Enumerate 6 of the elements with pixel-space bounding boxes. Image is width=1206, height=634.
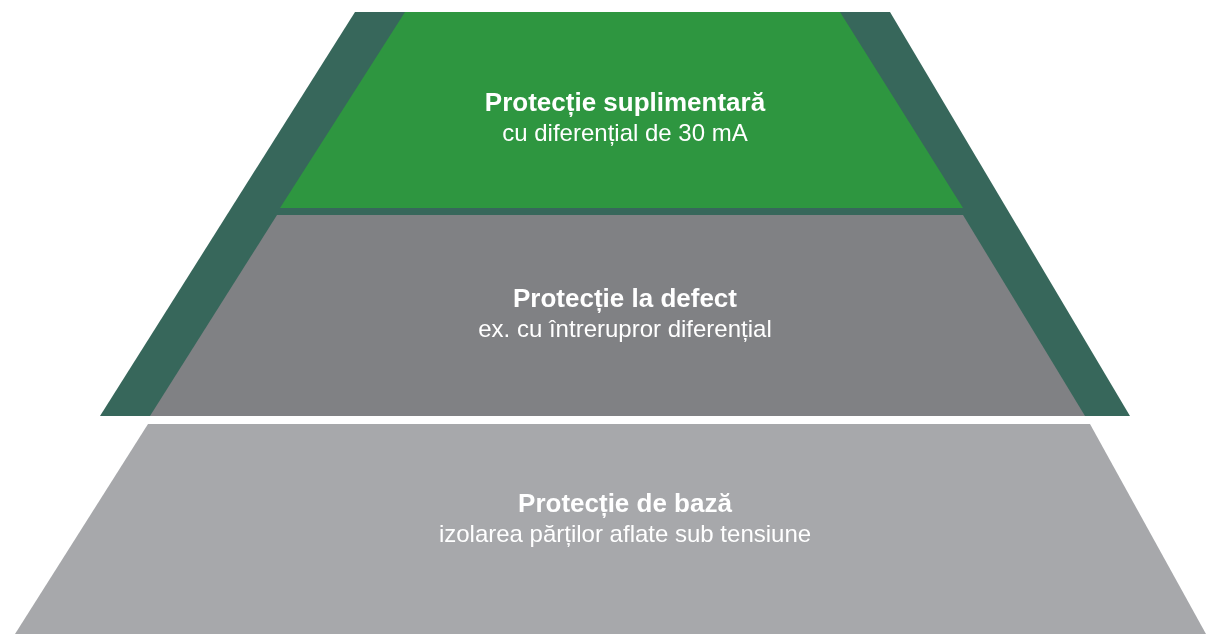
- tier-heading: Protecție la defect: [513, 282, 737, 314]
- tier-description: izolarea părților aflate sub tensiune: [438, 519, 812, 549]
- tier-heading: Protecție suplimentară: [484, 86, 766, 118]
- tier-heading: Protecție de bază: [518, 487, 732, 519]
- tier-description: cu diferențial de 30 mA: [502, 118, 748, 148]
- tier-description: ex. cu întrerupror diferențial: [478, 314, 772, 344]
